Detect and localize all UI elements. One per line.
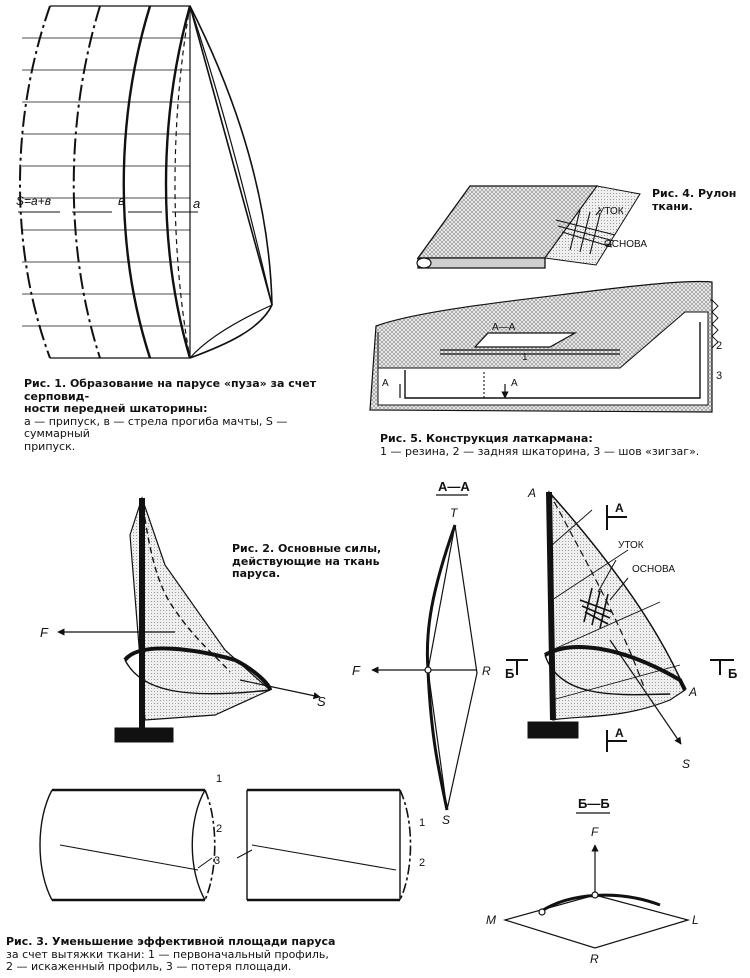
fig5-batten-pocket — [369, 280, 719, 413]
fig1-caption-line3: а — припуск, в — стрела прогиба мачты, S… — [24, 414, 288, 440]
fig1-caption-title: Рис. 1. Образование на парусе «пуза» за … — [24, 377, 317, 403]
fig4-caption-line2: ткани. — [652, 199, 693, 213]
fig2-label-s: S — [317, 694, 326, 709]
fig2-caption-line1: Рис. 2. Основные силы, — [232, 542, 382, 555]
fig1-caption-line2: ности передней шкаторины: — [24, 402, 208, 415]
section-aa-title: А—А — [438, 479, 470, 494]
fig5-label-1: 1 — [522, 352, 528, 363]
section-bb-title: Б—Б — [578, 796, 610, 811]
sail-section-a-top: А — [615, 501, 624, 515]
fig2-caption-line2: действующие на ткань — [232, 554, 380, 568]
fig4-fabric-roll — [416, 185, 641, 269]
fig5-caption-line1: Рис. 5. Конструкция латкармана: — [380, 432, 593, 445]
section-aa-label-f: F — [352, 663, 361, 678]
fig5-label-a-left: А — [382, 378, 389, 389]
section-bb-label-l: L — [692, 913, 699, 927]
section-aa-label-t: T — [450, 506, 459, 520]
fig1-caption: Рис. 1. Образование на парусе «пуза» за … — [24, 377, 324, 453]
fig1-label-s: S=a+в — [16, 194, 51, 208]
fig5-label-a-right: А — [511, 378, 518, 389]
section-bb-label-r: R — [590, 952, 599, 966]
sail-section-a-bottom: А — [615, 726, 624, 740]
fig1-label-b: в — [118, 193, 125, 208]
fig1-label-a: a — [193, 196, 200, 211]
fig4-caption: Рис. 4. Рулон ткани. — [652, 187, 748, 213]
fig3-caption-line3: 2 — искаженный профиль, 3 — потеря площа… — [6, 960, 292, 973]
fig4-label-weft: УТОК — [598, 206, 624, 217]
section-aa-label-s: S — [442, 813, 450, 827]
fig3-label-2-left: 2 — [216, 823, 222, 835]
section-aa-diagram — [371, 524, 478, 811]
fig3-label-1-left: 1 — [216, 773, 222, 785]
fig3-label-3: 3 — [214, 855, 220, 867]
fig2-caption: Рис. 2. Основные силы, действующие на тк… — [232, 542, 382, 581]
sail-label-warp: ОСНОВА — [632, 564, 675, 575]
fig3-caption: Рис. 3. Уменьшение эффективной площади п… — [6, 935, 366, 974]
sail-weave-icon — [579, 587, 613, 629]
fig3-caption-line2: за счет вытяжки ткани: 1 — первоначальны… — [6, 947, 329, 961]
fig1-caption-line4: припуск. — [24, 439, 76, 453]
section-bb-label-f: F — [591, 825, 599, 839]
fig3-label-1-right: 1 — [419, 817, 425, 829]
fig5-label-2: 2 — [716, 340, 722, 352]
fig3-area-loss — [39, 788, 412, 902]
fig1-grid-lines — [22, 37, 190, 327]
sail-label-weft: УТОК — [618, 540, 644, 551]
sail-label-s: S — [682, 757, 690, 771]
fig5-label-3: 3 — [716, 370, 722, 382]
fig3-label-2-right: 2 — [419, 857, 425, 869]
sail-section-b-right: Б — [728, 666, 737, 681]
fig2-caption-line3: паруса. — [232, 567, 281, 580]
fig5-caption-line2: 1 — резина, 2 — задняя шкаторина, 3 — шо… — [380, 444, 700, 458]
fig4-caption-line1: Рис. 4. Рулон — [652, 187, 737, 200]
fig2-label-f: F — [40, 625, 49, 640]
fig4-weave — [555, 209, 616, 255]
fig4-label-warp: ОСНОВА — [604, 239, 647, 250]
sail-label-a-clew: A — [688, 685, 697, 699]
section-aa-label-r: R — [482, 664, 491, 678]
sail-diagram — [506, 490, 734, 752]
section-bb-diagram — [502, 844, 691, 949]
sail-label-a-top: A — [527, 486, 536, 500]
fig5-label-section: А—А — [492, 322, 516, 333]
fig5-caption: Рис. 5. Конструкция латкармана: 1 — рези… — [380, 432, 748, 458]
fig3-caption-line1: Рис. 3. Уменьшение эффективной площади п… — [6, 935, 336, 948]
fig2-forces-sail — [57, 496, 321, 743]
fig1-crescent-sail — [18, 5, 273, 359]
sail-section-b-left: Б — [505, 666, 514, 681]
section-bb-label-m: M — [486, 913, 496, 927]
